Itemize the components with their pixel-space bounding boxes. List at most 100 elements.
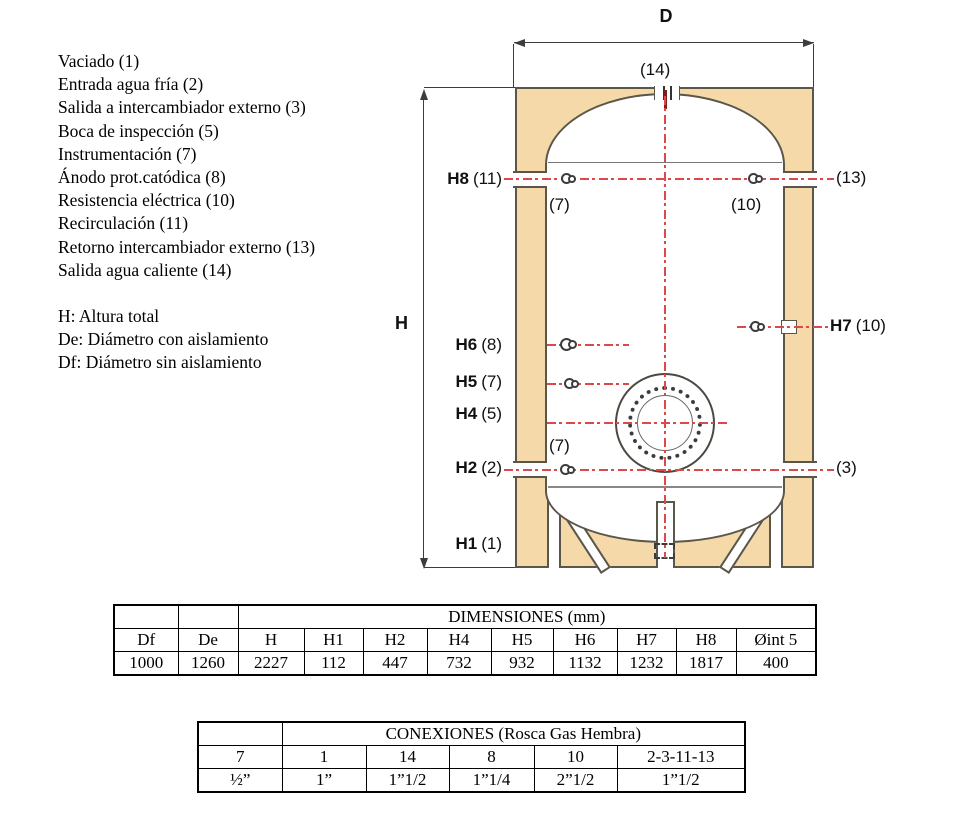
label-7-bottom: (7) xyxy=(549,436,570,455)
legend-item: Salida agua caliente (14) xyxy=(58,259,232,280)
table-row: ½” 1” 1”1/2 1”1/4 2”1/2 1”1/2 xyxy=(197,768,746,793)
table-header-cell: 1 xyxy=(281,745,367,769)
dim-label-h: H xyxy=(395,313,408,333)
label-outlet-14: (14) xyxy=(640,60,671,79)
arrowhead-down-icon xyxy=(419,558,428,569)
legend-item: Instrumentación (7) xyxy=(58,143,197,164)
fitting-icon-h7 xyxy=(750,321,766,333)
arrowhead-left-icon xyxy=(514,38,525,47)
dim-line-h xyxy=(423,92,424,565)
table-header-cell: 14 xyxy=(365,745,450,769)
abbreviation-item: Df: Diámetro sin aislamiento xyxy=(58,352,262,373)
vertical-centerline xyxy=(664,96,666,558)
centerline-h4 xyxy=(547,422,727,424)
abbreviation-item: H: Altura total xyxy=(58,306,160,327)
legend-item: Ánodo prot.catódica (8) xyxy=(58,167,226,188)
table-header-cell: 10 xyxy=(533,745,618,769)
arrowhead-up-icon xyxy=(419,89,428,100)
centerline-h8 xyxy=(504,178,834,180)
table-cell-empty xyxy=(113,604,179,629)
table-row: DIMENSIONES (mm) xyxy=(113,604,817,629)
table-header-cell: H7 xyxy=(616,628,677,652)
dim-extension-left xyxy=(513,44,514,87)
label-h1: H1(1) xyxy=(455,534,502,553)
table-cell: 1260 xyxy=(177,651,239,676)
table-header-cell: H5 xyxy=(490,628,554,652)
dim-line-d xyxy=(514,42,814,43)
table-cell: 1”1/4 xyxy=(448,768,535,793)
table-cell-empty xyxy=(177,604,239,629)
table-cell: 1”1/2 xyxy=(365,768,450,793)
table-cell-empty xyxy=(197,721,283,746)
table-cell: 1132 xyxy=(552,651,618,676)
table-cell: 2”1/2 xyxy=(533,768,618,793)
legend-spacer xyxy=(58,282,315,305)
table-row: 7 1 14 8 10 2-3-11-13 xyxy=(197,745,746,769)
table-cell: 2227 xyxy=(237,651,305,676)
legend-item: Retorno intercambiador externo (13) xyxy=(58,236,316,257)
centerline-h7 xyxy=(737,326,832,328)
centerline-h2 xyxy=(504,469,834,471)
table-header-cell: 8 xyxy=(448,745,535,769)
table-header-cell: H xyxy=(237,628,305,652)
centerline-h5 xyxy=(547,383,629,385)
dim-extension-bottom xyxy=(424,567,515,568)
table-header-cell: H2 xyxy=(362,628,428,652)
legend-item: Boca de inspección (5) xyxy=(58,120,219,141)
table-cell: 1817 xyxy=(675,651,737,676)
fitting-icon-h5 xyxy=(564,378,580,390)
table-header-cell: Øint 5 xyxy=(735,628,817,652)
arrowhead-right-icon xyxy=(803,38,814,47)
label-h4: H4(5) xyxy=(455,404,502,423)
table-cell: 1” xyxy=(281,768,367,793)
label-h7: H7(10) xyxy=(830,316,886,335)
fitting-icon-h6 xyxy=(560,338,577,351)
table-row: 1000 1260 2227 112 447 732 932 1132 1232… xyxy=(113,651,817,676)
table-cell: 932 xyxy=(490,651,554,676)
legend-item: Resistencia eléctrica (10) xyxy=(58,190,235,211)
table-cell: 1000 xyxy=(113,651,179,676)
legend-item: Entrada agua fría (2) xyxy=(58,74,204,95)
connections-table-title: CONEXIONES (Rosca Gas Hembra) xyxy=(281,721,746,746)
top-outlet-stub xyxy=(654,86,680,100)
table-header-cell: H1 xyxy=(303,628,364,652)
dim-extension-top xyxy=(424,87,515,88)
label-13: (13) xyxy=(836,168,867,187)
table-row: CONEXIONES (Rosca Gas Hembra) xyxy=(197,721,746,746)
label-7-top: (7) xyxy=(549,195,570,214)
legend-item: Vaciado (1) xyxy=(58,51,140,71)
table-header-cell: H4 xyxy=(426,628,492,652)
dim-extension-right xyxy=(813,44,814,87)
label-h5: H5(7) xyxy=(455,372,502,391)
table-header-cell: H6 xyxy=(552,628,618,652)
table-row: Df De H H1 H2 H4 H5 H6 H7 H8 Øint 5 xyxy=(113,628,817,652)
label-h6: H6(8) xyxy=(455,335,502,354)
dimensions-table: DIMENSIONES (mm) Df De H H1 H2 H4 H5 H6 … xyxy=(113,604,818,676)
table-header-cell: De xyxy=(177,628,239,652)
label-10: (10) xyxy=(731,195,762,214)
table-cell: 1”1/2 xyxy=(616,768,746,793)
centerline-h6 xyxy=(547,344,629,346)
legend-item: Recirculación (11) xyxy=(58,213,189,234)
fitting-icon-h2 xyxy=(560,464,576,476)
dimensions-table-title: DIMENSIONES (mm) xyxy=(237,604,817,629)
table-cell: ½” xyxy=(197,768,283,793)
table-cell: 400 xyxy=(735,651,817,676)
fitting-icon-h8 xyxy=(561,173,577,185)
table-header-cell: 7 xyxy=(197,745,283,769)
table-cell: 732 xyxy=(426,651,492,676)
table-cell: 112 xyxy=(303,651,364,676)
legend: Vaciado (1) Entrada agua fría (2) Salida… xyxy=(58,50,315,375)
legend-item: Salida a intercambiador externo (3) xyxy=(58,97,306,118)
label-3: (3) xyxy=(836,458,857,477)
table-header-cell: 2-3-11-13 xyxy=(616,745,746,769)
table-header-cell: H8 xyxy=(675,628,737,652)
table-cell: 447 xyxy=(362,651,428,676)
table-header-cell: Df xyxy=(113,628,179,652)
dim-label-d: D xyxy=(659,6,673,26)
table-cell: 1232 xyxy=(616,651,677,676)
label-h2: H2(2) xyxy=(455,458,502,477)
abbreviation-item: De: Diámetro con aislamiento xyxy=(58,329,269,350)
connections-table: CONEXIONES (Rosca Gas Hembra) 7 1 14 8 1… xyxy=(197,721,747,793)
